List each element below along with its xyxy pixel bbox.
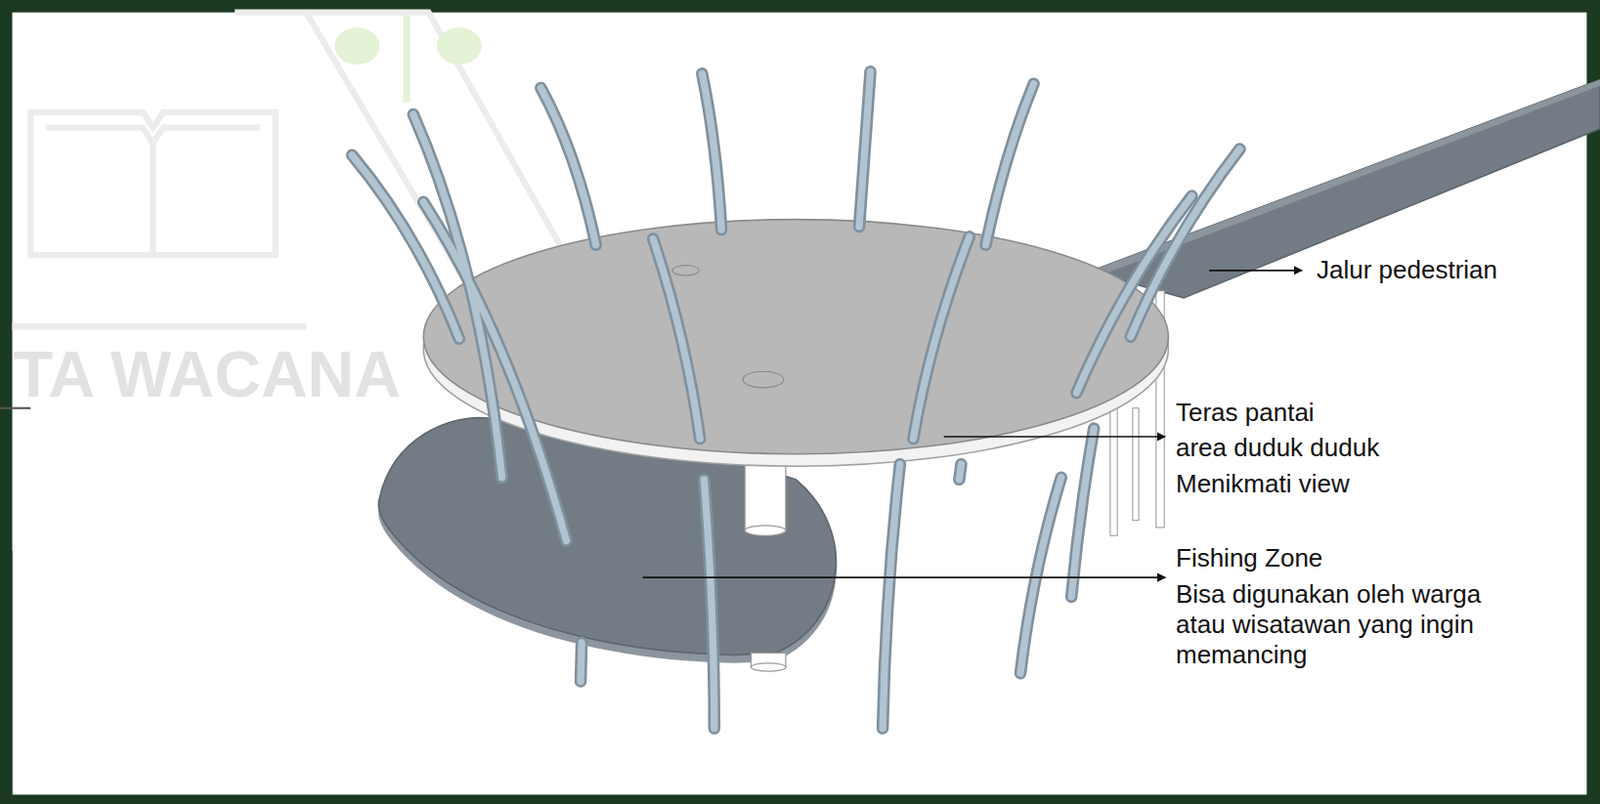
central-column: [744, 449, 786, 673]
deck-hole: [742, 371, 784, 389]
curved-poles: [351, 71, 1240, 729]
callout-label: Fishing Zone: [1175, 543, 1323, 574]
callout-note: Bisa digunakan oleh warga atau wisatawan…: [1175, 579, 1504, 672]
callout-label: area duduk duduk: [1175, 432, 1380, 464]
terrace-deck: [423, 219, 1168, 455]
watermark: TA WACANA: [13, 336, 401, 414]
ground: [12, 12, 1588, 796]
callout-label: Menikmati view: [1175, 469, 1350, 500]
watermark-leaves: [334, 15, 481, 103]
frame-bar: [0, 551, 13, 804]
callout-label: Teras pantai: [1175, 397, 1315, 429]
callout-label: Jalur pedestrian: [1316, 255, 1498, 286]
pedestrian-edge: [1089, 80, 1600, 276]
deck-hole: [672, 265, 699, 276]
